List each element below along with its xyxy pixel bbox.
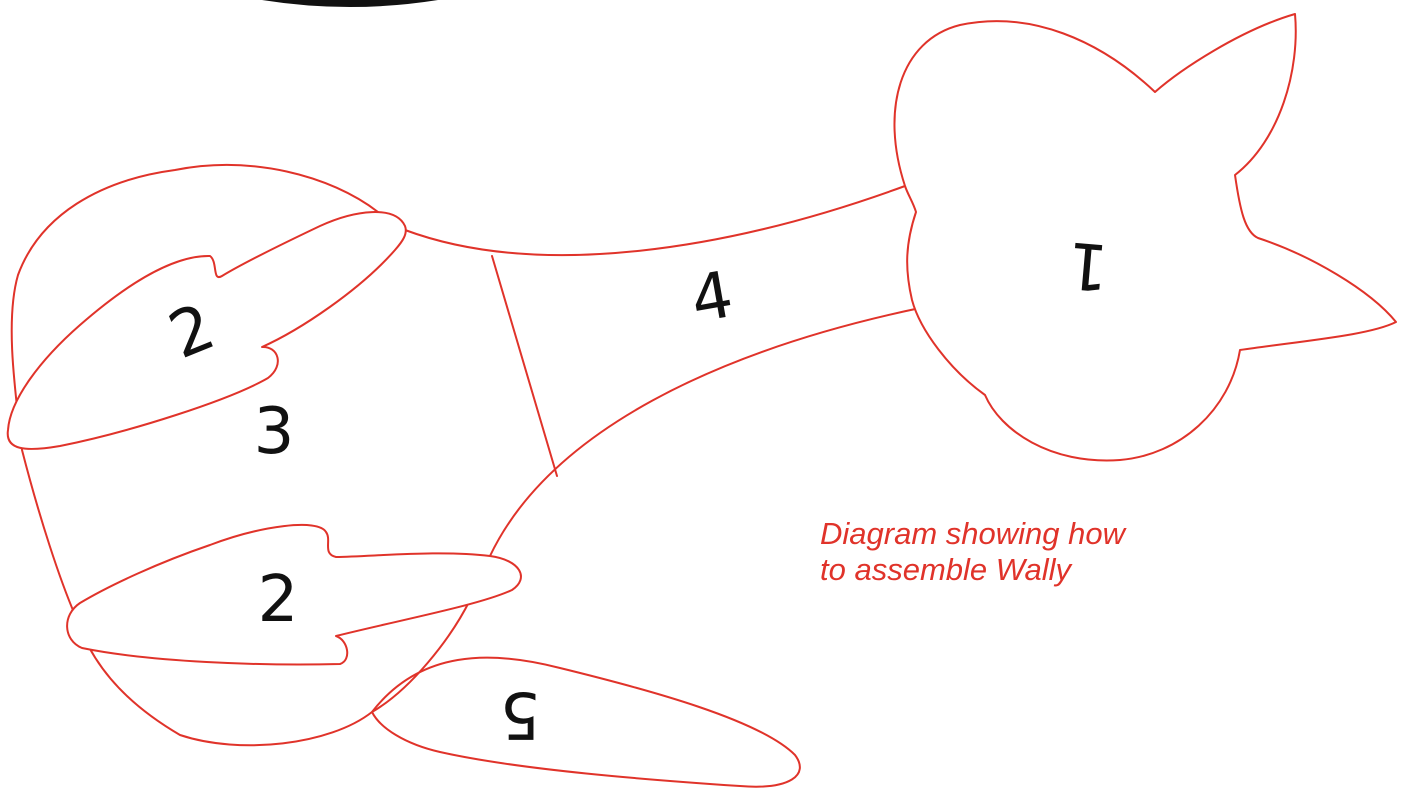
piece-number-head: 1 [1064,226,1111,303]
piece-neck-lower-edge [489,307,921,557]
piece-arm-lower-outline [66,523,522,666]
piece-arm-upper-outline [6,211,407,450]
diagram-caption: Diagram showing how to assemble Wally [820,516,1240,588]
piece-number-tail: 5 [500,677,541,751]
caption-line-1: Diagram showing how [820,516,1125,551]
piece-tail-outline [371,656,801,788]
piece-number-neck: 4 [686,258,739,338]
top-edge-shape [262,0,438,7]
piece-body-outline [10,164,471,747]
piece-neck-outline [404,185,906,257]
caption-line-2: to assemble Wally [820,552,1071,587]
piece-number-body: 3 [254,395,295,469]
piece-head-outline [893,13,1397,462]
piece-number-arm-lower: 2 [258,563,299,637]
piece-neck-divider [491,255,558,477]
